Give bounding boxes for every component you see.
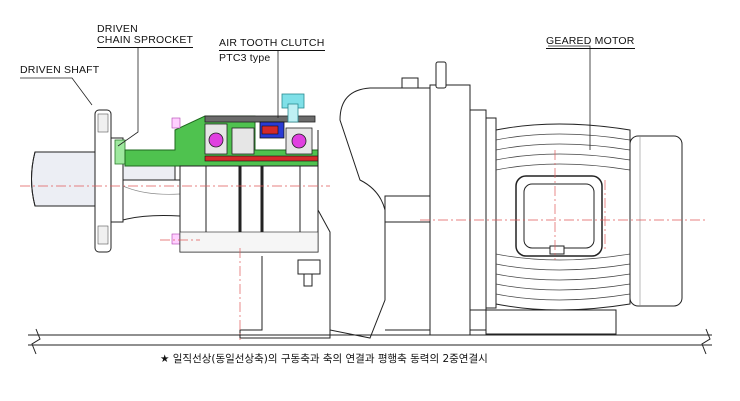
gearbox: [317, 61, 501, 339]
chain-sprocket: [94, 109, 124, 253]
centerlines: [20, 150, 705, 340]
label-driven-sprocket-line1: DRIVEN: [97, 23, 138, 35]
support-stand: [239, 256, 331, 339]
label-driven-sprocket-line2: CHAIN SPROCKET: [97, 34, 194, 48]
floor-frame: [28, 328, 712, 355]
label-driven-shaft: DRIVEN SHAFT: [20, 64, 100, 76]
air-tooth-clutch: [114, 93, 319, 245]
diagram-caption: ★ 일직선상(동일선상축)의 구동축과 축의 연결과 평행축 동력의 2중연결시: [160, 353, 488, 365]
leader-lines: [20, 45, 591, 150]
motor-base: [485, 309, 617, 335]
label-air-tooth-clutch: AIR TOOTH CLUTCH: [219, 37, 325, 51]
coupling-hub: [122, 179, 181, 221]
motor-body: [485, 117, 683, 311]
label-geared-motor: GEARED MOTOR: [546, 35, 635, 49]
label-clutch-type: PTC3 type: [219, 52, 271, 64]
clutch-body: [179, 165, 319, 253]
